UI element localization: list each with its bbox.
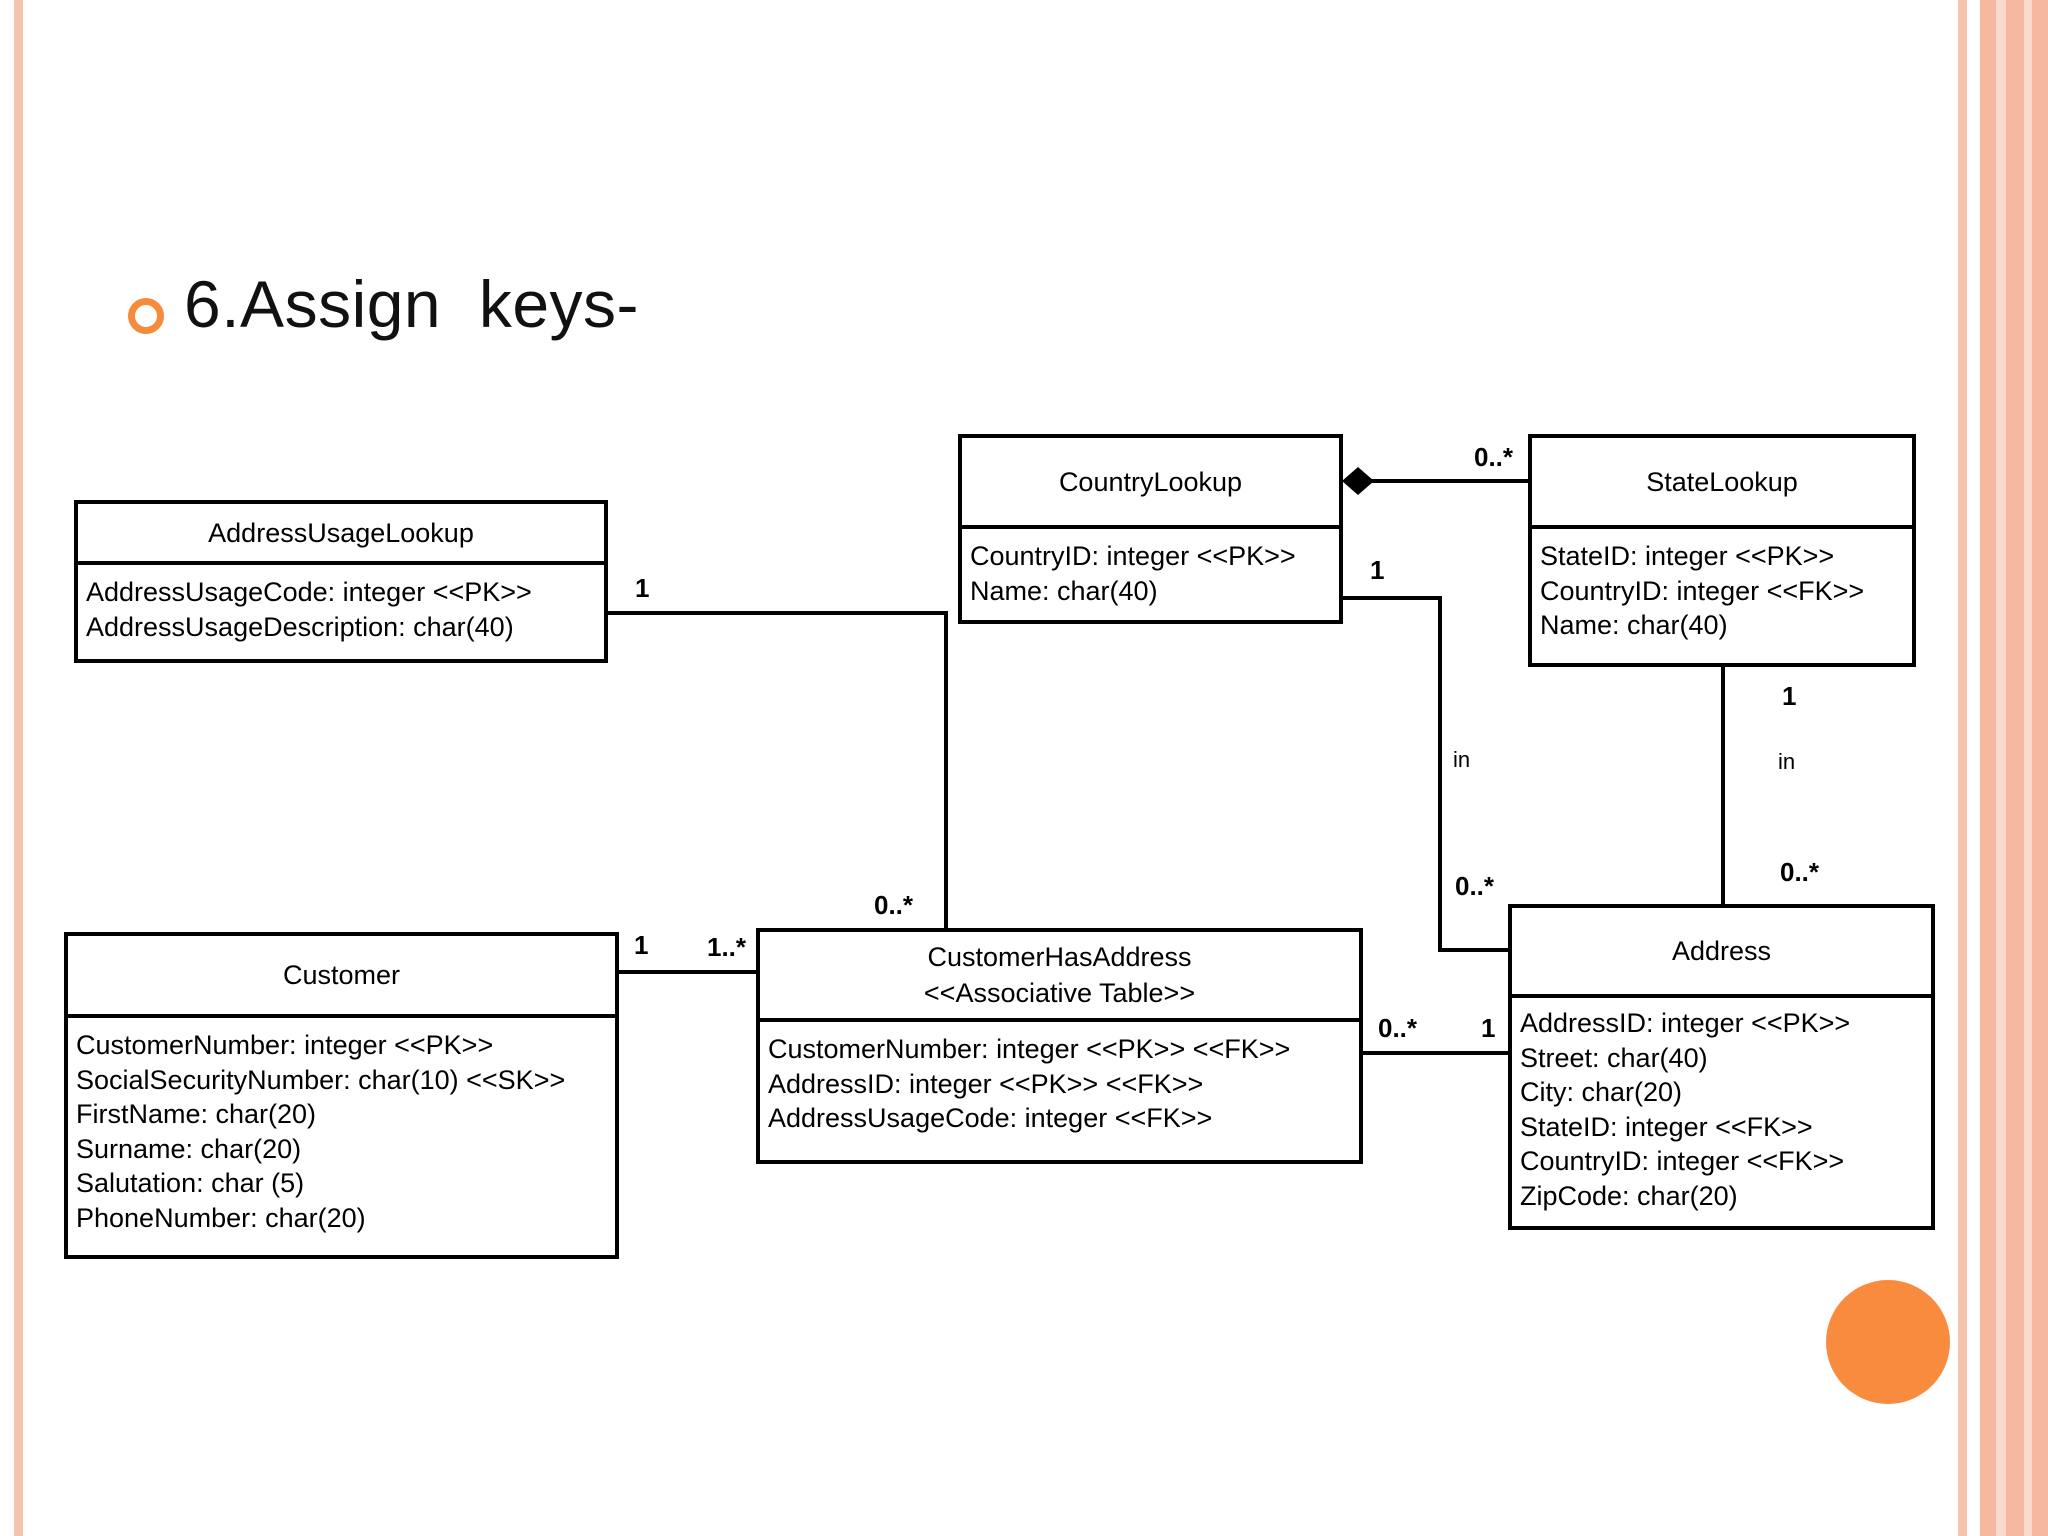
class-state-lookup: StateLookup StateID: integer <<PK>> Coun…	[1528, 434, 1916, 667]
slide-border-right-stripe-2	[2024, 0, 2032, 1536]
attribute: StateID: integer <<PK>>	[1540, 541, 1835, 571]
class-header: Customer	[68, 936, 615, 1018]
class-header: AddressUsageLookup	[78, 504, 604, 565]
assoc-country-address	[1342, 596, 1510, 952]
attribute: AddressUsageCode: integer <<FK>>	[768, 1103, 1213, 1133]
attribute: AddressUsageCode: integer <<PK>>	[86, 577, 532, 607]
class-header: CustomerHasAddress <<Associative Table>>	[760, 932, 1359, 1022]
slide-border-right-stripe	[1996, 0, 2006, 1536]
multiplicity-label: 0..*	[874, 890, 914, 920]
multiplicity-label: 1..*	[707, 932, 747, 962]
attribute: Name: char(40)	[970, 575, 1158, 606]
class-header: StateLookup	[1532, 438, 1912, 529]
class-attributes: CustomerNumber: integer <<PK>> <<FK>> Ad…	[760, 1022, 1359, 1136]
class-name: StateLookup	[1646, 466, 1798, 497]
class-address-usage-lookup: AddressUsageLookup AddressUsageCode: int…	[74, 500, 608, 663]
class-address: Address AddressID: integer <<PK>> Street…	[1508, 904, 1935, 1230]
attribute: ZipCode: char(20)	[1520, 1180, 1738, 1211]
class-customer-has-address: CustomerHasAddress <<Associative Table>>…	[756, 928, 1363, 1164]
attribute: CountryID: integer <<FK>>	[1520, 1146, 1845, 1176]
class-header: CountryLookup	[962, 438, 1339, 529]
attribute: CountryID: integer <<FK>>	[1540, 575, 1865, 606]
assoc-addressusage-customerhasaddress	[606, 611, 948, 930]
attribute: CustomerNumber: integer <<PK>> <<FK>>	[768, 1034, 1291, 1064]
attribute: Surname: char(20)	[76, 1133, 302, 1164]
class-name: Address	[1671, 936, 1772, 966]
attribute: City: char(20)	[1520, 1077, 1683, 1107]
attribute: CountryID: integer <<PK>>	[970, 541, 1296, 571]
attribute: Salutation: char (5)	[76, 1168, 305, 1198]
association-label: in	[1778, 749, 1796, 774]
class-customer: Customer CustomerNumber: integer <<PK>> …	[64, 932, 619, 1259]
multiplicity-label: 0..*	[1455, 871, 1495, 901]
class-name: CountryLookup	[1058, 466, 1243, 497]
class-country-lookup: CountryLookup CountryID: integer <<PK>> …	[958, 434, 1343, 624]
attribute: Name: char(40)	[1540, 610, 1728, 640]
multiplicity-label: 1	[1481, 1013, 1496, 1043]
multiplicity-label: 1	[1782, 681, 1797, 711]
slide-border-right-inner	[1958, 0, 1967, 1536]
multiplicity-label: 0..*	[1780, 857, 1820, 887]
class-attributes: AddressID: integer <<PK>> Street: char(4…	[1512, 998, 1931, 1213]
attribute: SocialSecurityNumber: char(10) <<SK>>	[76, 1064, 566, 1095]
attribute: PhoneNumber: char(20)	[76, 1202, 366, 1233]
attribute: CustomerNumber: integer <<PK>>	[76, 1030, 494, 1060]
class-header: Address	[1512, 908, 1931, 998]
slide-title: 6.Assign keys-	[184, 267, 639, 341]
decorative-circle	[1826, 1280, 1950, 1404]
multiplicity-label: 0..*	[1378, 1013, 1418, 1043]
multiplicity-label: 1	[635, 573, 650, 603]
bullet-ring-icon	[128, 298, 164, 334]
attribute: Street: char(40)	[1520, 1042, 1708, 1073]
attribute: AddressID: integer <<PK>>	[1520, 1008, 1851, 1038]
attribute: AddressID: integer <<PK>> <<FK>>	[768, 1068, 1204, 1099]
class-attributes: CountryID: integer <<PK>> Name: char(40)	[962, 529, 1339, 608]
slide-border-right	[1980, 0, 2048, 1536]
multiplicity-label: 1	[1370, 555, 1385, 585]
attribute: FirstName: char(20)	[76, 1099, 317, 1129]
class-name: AddressUsageLookup	[208, 517, 474, 548]
attribute: StateID: integer <<FK>>	[1520, 1111, 1813, 1142]
composition-diamond-icon	[1342, 467, 1374, 495]
class-stereotype: <<Associative Table>>	[923, 978, 1196, 1008]
association-label: in	[1453, 747, 1471, 772]
attribute: AddressUsageDescription: char(40)	[86, 611, 514, 642]
slide-border-left	[14, 0, 23, 1536]
class-name: Customer	[282, 960, 401, 990]
multiplicity-label: 0..*	[1474, 442, 1514, 472]
class-name: CustomerHasAddress	[927, 942, 1192, 972]
class-attributes: CustomerNumber: integer <<PK>> SocialSec…	[68, 1018, 615, 1235]
multiplicity-label: 1	[634, 930, 649, 960]
class-attributes: StateID: integer <<PK>> CountryID: integ…	[1532, 529, 1912, 643]
class-attributes: AddressUsageCode: integer <<PK>> Address…	[78, 565, 604, 644]
